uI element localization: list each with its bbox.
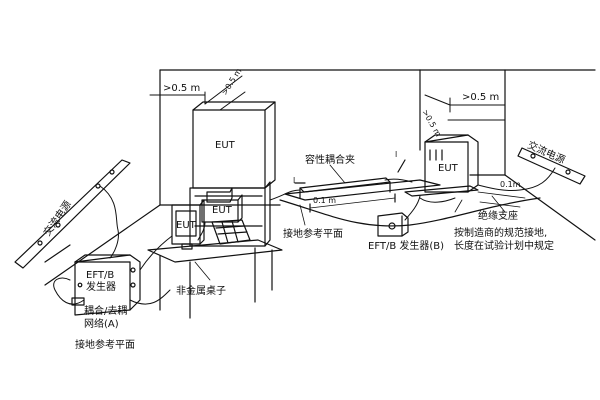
eut-right-label: EUT (438, 163, 458, 174)
room-walls (44, 69, 596, 286)
eut-small-label: EUT (212, 205, 232, 216)
nonmetal-table (147, 239, 283, 319)
coupling-network-line2: 网络(A) (84, 319, 119, 330)
eut-tower-label: EUT (215, 140, 235, 151)
dimension-label-right-b: >0.5 m (462, 92, 500, 103)
eut-monitor-label: EUT (176, 220, 196, 231)
eft-generator-b (377, 212, 409, 237)
capacitive-clamp-label: 容性耦合夹 (305, 155, 355, 166)
generator-a-text-line2: 发生器 (86, 282, 116, 293)
eft-generator-a (71, 254, 141, 316)
dimension-top-right (424, 94, 506, 121)
coupling-network-line1: 耦合/去耦 (84, 306, 128, 317)
ground-plane-bottom-label: 接地参考平面 (75, 340, 135, 351)
insulating-support-label: 绝缘支座 (478, 211, 518, 222)
dimension-text: 0.5 m (171, 83, 201, 94)
dimension-label-top-a: >0.5 m (163, 83, 201, 94)
ground-plane-middle-label: 接地参考平面 (283, 229, 343, 240)
nonmetal-table-label: 非金属桌子 (176, 286, 226, 297)
clamp-length-label: l (293, 176, 296, 185)
ground-note-line2: 长度在试验计划中规定 (454, 241, 554, 252)
eut-monitor (171, 187, 251, 250)
cables (53, 167, 556, 305)
dimension-text: 0.5 m (470, 92, 500, 103)
clamp-length-label-2: l (395, 150, 398, 159)
ground-note-line1: 按制造商的规范接地, (454, 228, 548, 239)
generator-a-text-line1: EFT/B (86, 270, 115, 281)
leader-lines (194, 164, 506, 281)
ac-mains-right-strip (517, 147, 586, 185)
eut-right-cabinet (424, 134, 479, 193)
clamp-gap-label: 0.1 m (313, 196, 337, 205)
ground-plane-middle (284, 159, 441, 213)
ac-mains-left-strip (14, 159, 131, 269)
right-gap-label: 0.1m (500, 180, 521, 189)
insulating-support (279, 185, 541, 227)
eft-generator-b-label: EFT/B 发生器(B) (368, 241, 445, 252)
